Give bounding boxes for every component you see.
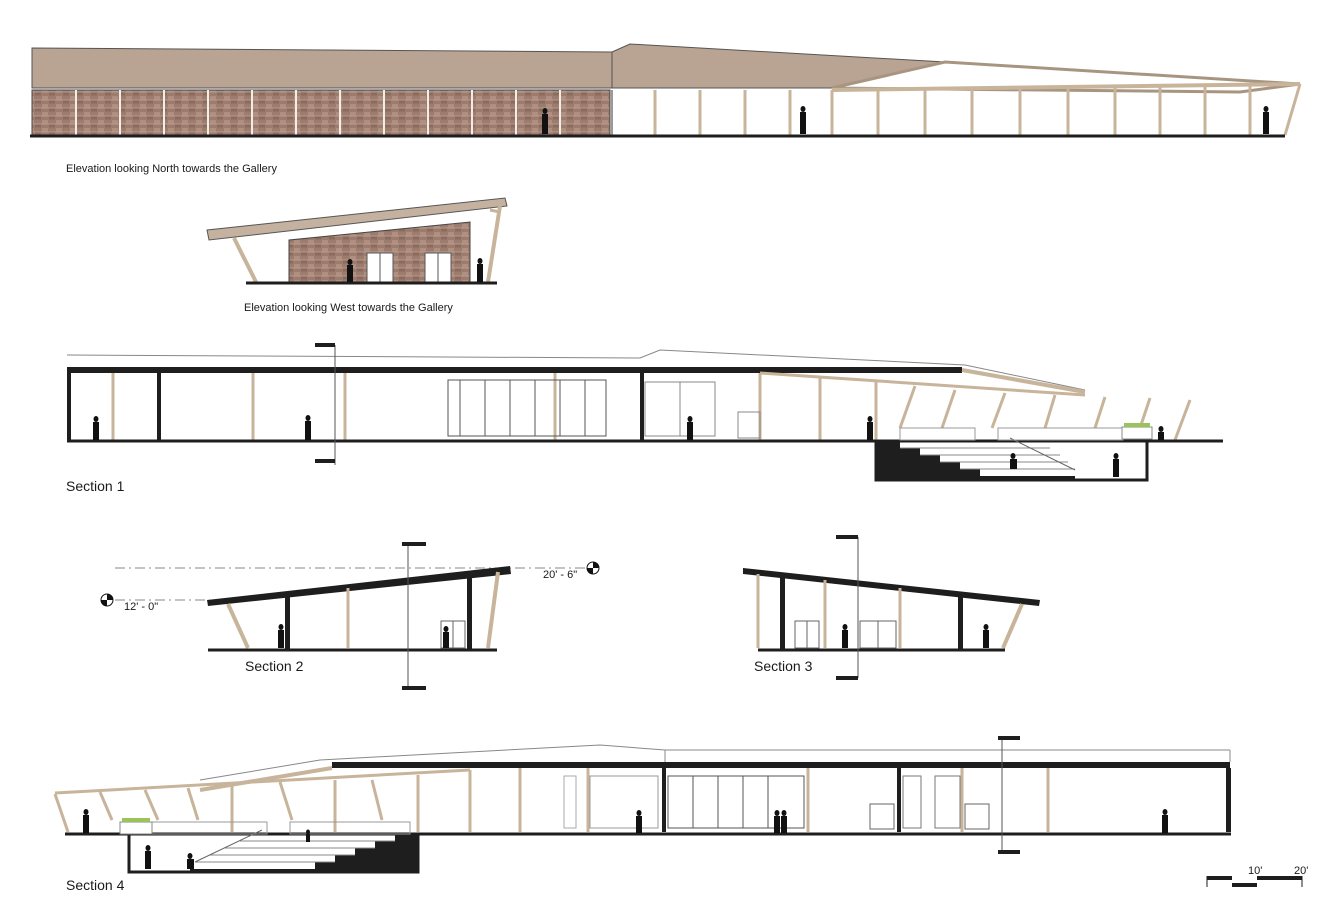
north-brick-wall — [31, 89, 611, 136]
section-3-roof — [743, 568, 1040, 606]
caption-section-3: Section 3 — [754, 658, 813, 674]
north-elevation — [30, 43, 1302, 138]
level-marker-high-icon — [586, 561, 600, 575]
west-roof — [206, 197, 508, 241]
caption-west-elevation: Elevation looking West towards the Galle… — [244, 302, 453, 314]
section-1-roof-slab — [67, 367, 962, 373]
section-1 — [66, 343, 1223, 482]
caption-section-2: Section 2 — [245, 658, 304, 674]
section-4-roof-slab — [332, 762, 1230, 768]
caption-north-elevation: Elevation looking North towards the Gall… — [66, 163, 277, 175]
scale-bar-end-label: 20' — [1294, 865, 1308, 877]
north-roof-left — [31, 47, 613, 89]
section-2-roof — [207, 566, 511, 606]
level-high-label: 20' - 6" — [543, 569, 577, 581]
caption-section-1: Section 1 — [66, 478, 125, 494]
section-2 — [100, 542, 600, 690]
level-low-label: 12' - 0" — [124, 601, 158, 613]
caption-section-4: Section 4 — [66, 877, 125, 893]
scale-bar — [1206, 876, 1303, 887]
north-roof-mid — [611, 43, 946, 89]
section-4-stepped-seating — [190, 834, 418, 872]
section-4 — [53, 736, 1231, 874]
section-1-stepped-seating — [876, 441, 1075, 480]
west-elevation — [206, 197, 508, 285]
section-3 — [743, 535, 1040, 680]
level-marker-low-icon — [100, 593, 114, 607]
scale-bar-mid-label: 10' — [1248, 865, 1262, 877]
